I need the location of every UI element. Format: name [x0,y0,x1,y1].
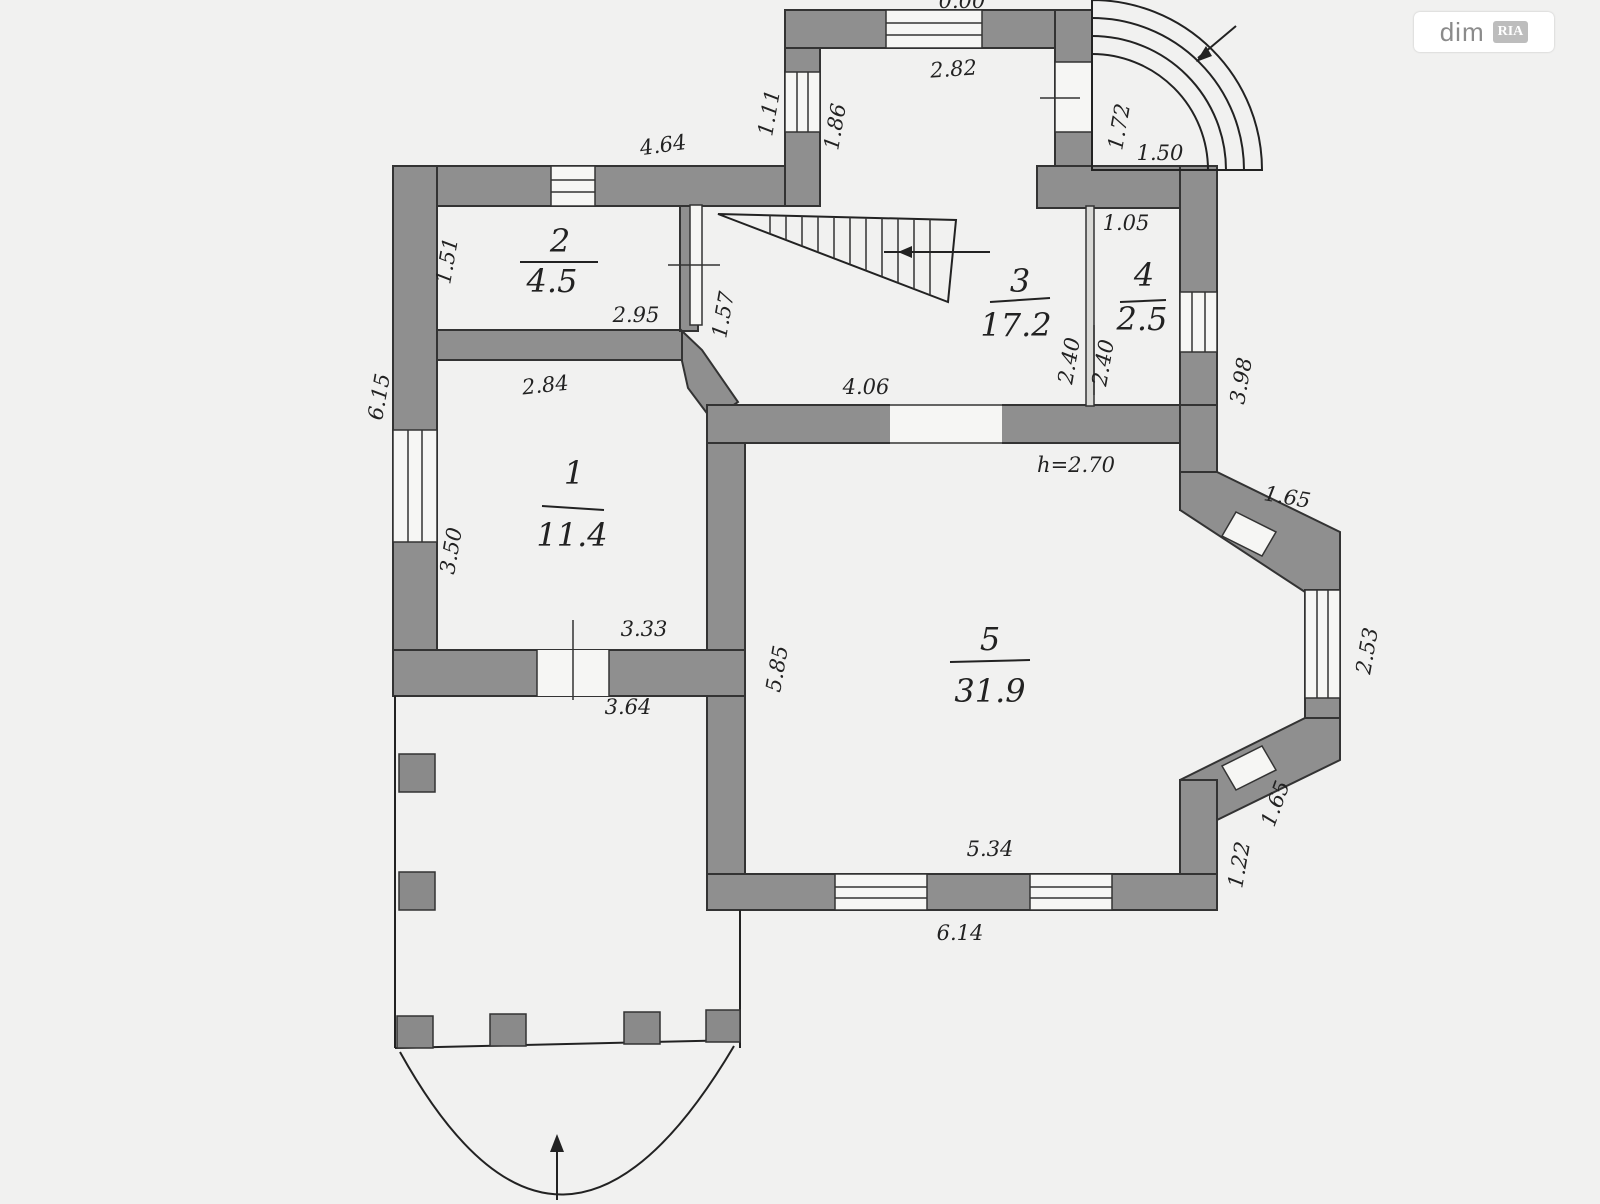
windows [392,9,1341,911]
terrace-pillar [396,1015,434,1049]
dim-right-upper: 3.98 [1225,356,1257,406]
terrace-pillar [398,753,436,793]
room-4-number: 4 [1133,256,1154,294]
terrace-pillar [623,1011,661,1045]
window-stair-left [784,71,821,133]
room-2-area: 4.5 [526,262,578,300]
porch-outline [1091,0,1264,171]
watermark-badge: RIA [1492,21,1529,43]
window-bay-upper [1220,511,1278,557]
dim-room1-height: 3.50 [435,526,467,576]
dim-top-left-wall: 4.64 [637,130,688,160]
room-labels: 1 11.4 2 4.5 3 17.2 4 2.5 5 31.9 [520,222,1167,710]
window-room4-right [1179,291,1218,353]
window-bay-front [1304,589,1341,699]
room-5-label: 5 31.9 [949,620,1031,710]
wall-top-left [392,165,819,207]
dim-room3-bottom: 4.06 [842,375,890,399]
room-2-label: 2 4.5 [520,222,598,300]
dim-porch-radius: 1.50 [1137,141,1184,165]
door-room3-room5 [890,404,1002,444]
dim-bay-front: 2.53 [1351,626,1383,677]
dim-top-room-width: 2.82 [928,55,977,82]
dim-ria-watermark: dim RIA [1414,12,1554,52]
room-4-area: 2.5 [1116,300,1168,338]
room-3-area: 17.2 [980,306,1051,344]
dim-top-edge: 0.00 [939,0,986,13]
room-1-label: 1 11.4 [536,454,607,554]
terrace-pillar [489,1013,527,1047]
staircase [717,213,990,304]
dim-room1-bottom: 3.33 [621,617,668,641]
dim-room2-width: 2.95 [612,303,660,327]
porch-top-right [1091,0,1264,171]
window-room5-bottom-2 [1029,873,1113,911]
dim-right-lower: 1.22 [1223,840,1255,890]
wall-room5-bottom [706,873,1218,911]
room-5-number: 5 [980,620,1000,658]
dim-left-total: 6.15 [363,372,395,422]
window-room5-bottom-1 [834,873,928,911]
wall-room2-bottom [436,329,683,361]
terrace-pillar [705,1009,741,1043]
room-5-area: 31.9 [954,672,1025,710]
door-porch [1054,61,1093,133]
walls [392,9,1341,911]
wall-room4-left [1085,205,1095,407]
dim-porch-height: 1.72 [1103,102,1135,152]
room-4-label: 4 2.5 [1116,256,1168,338]
dim-top-stub: 1.11 [753,88,785,138]
terrace [394,696,741,1200]
dim-terrace-top: 3.64 [605,695,652,719]
room-3-label: 3 17.2 [980,262,1051,344]
terrace-arc [399,1045,735,1196]
window-bay-lower [1220,745,1278,791]
dim-room3-partition: 2.40 [1053,336,1085,387]
dim-ceiling-height: h=2.70 [1037,453,1115,477]
dim-room5-width: 5.34 [967,837,1014,861]
room-1-area: 11.4 [536,516,607,554]
dim-room1-top: 2.84 [520,371,570,400]
terrace-pillar [398,871,436,911]
room-3-number: 3 [1010,262,1030,300]
window-stair-top [885,9,983,49]
dim-room4-width: 1.05 [1103,211,1150,235]
room-2-number: 2 [549,222,570,260]
dim-outer-bottom: 6.14 [937,921,984,945]
wall-right-upper [1179,165,1218,407]
room-1-number: 1 [564,454,584,492]
watermark-brand: dim [1439,16,1485,47]
dim-stair-room-height: 1.86 [819,102,851,152]
window-top-left [550,165,596,207]
window-room1-left [392,429,438,543]
dim-room2-door: 1.57 [707,289,739,340]
dim-room5-height: 5.85 [761,644,793,694]
stair-outline [717,213,958,304]
